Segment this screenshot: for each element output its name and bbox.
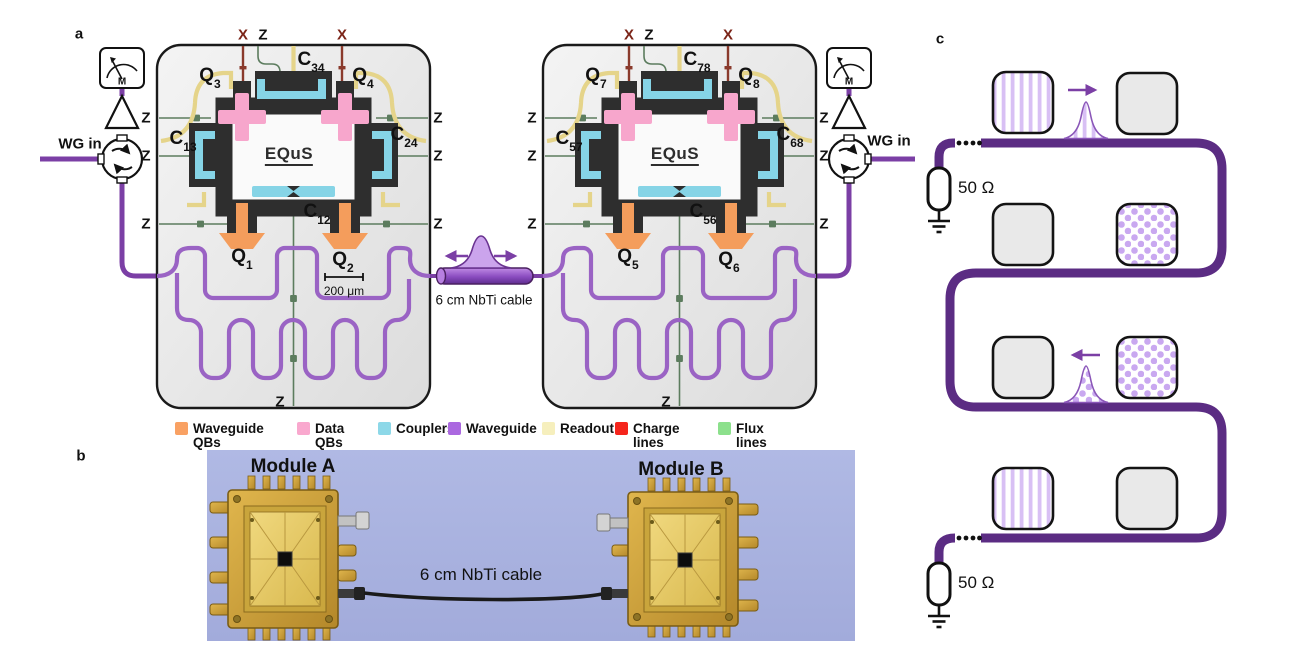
port-label-z: Z (819, 215, 829, 233)
module-b-photo (596, 477, 759, 638)
port-label-x: X (623, 26, 635, 44)
qubit-label-q4: Q4 (352, 65, 374, 91)
left-readout-chain (40, 47, 157, 279)
port-label-z: Z (141, 215, 151, 233)
cable-label: 6 cm NbTi cable (435, 292, 533, 308)
legend-swatch (542, 422, 555, 435)
pulse-dotted (1063, 365, 1109, 404)
qubit-square-striped (991, 70, 1055, 135)
meter-label-right: M (844, 76, 854, 88)
legend-swatch (378, 422, 391, 435)
qubit-label-q7: Q7 (585, 65, 607, 91)
meter-label-left: M (117, 76, 127, 88)
panel-b (207, 450, 855, 641)
panel-c (926, 70, 1227, 629)
qubit-label-q5: Q5 (617, 246, 639, 272)
port-label-x: X (336, 26, 348, 44)
legend-swatch (615, 422, 628, 435)
circulator-icon (97, 134, 144, 184)
qubit-label-q6: Q6 (718, 249, 740, 275)
port-label-z: Z (527, 215, 537, 233)
scale-bar (324, 273, 364, 281)
chip-die (677, 552, 693, 568)
port-label-z: Z (433, 147, 443, 165)
legend-swatch (718, 422, 731, 435)
qubit-square-striped (991, 466, 1055, 531)
amplifier-icon (104, 93, 140, 130)
port-label-z: Z (661, 393, 671, 411)
port-label-z: Z (141, 147, 151, 165)
chip-module-b (543, 45, 816, 408)
qubit-label-q3: Q3 (199, 65, 221, 91)
nbti-cable-photo (363, 591, 603, 602)
coupler-label-c56: C56 (689, 201, 717, 227)
photon-pulse (450, 235, 512, 269)
port-label-z: Z (819, 147, 829, 165)
wg-in-label-right: WG in (867, 132, 911, 150)
equs-logo: EQuS (264, 144, 314, 166)
amplifier-icon (831, 93, 867, 130)
coupler-label-c24: C24 (390, 124, 418, 150)
wg-in-label-left: WG in (58, 135, 102, 153)
pulse-striped (1063, 101, 1109, 140)
qubit-square-gray (1115, 466, 1179, 531)
chip-die (277, 551, 293, 567)
right-readout-chain (815, 47, 915, 279)
port-label-z: Z (527, 109, 537, 127)
port-label-z: Z (433, 215, 443, 233)
coupler-label-c34: C34 (297, 49, 325, 75)
coupler-label-c12: C12 (303, 201, 331, 227)
termination-label-bottom: 50 Ω (958, 573, 995, 592)
qubit-square-gray (991, 202, 1055, 267)
qubit-square-gray (1115, 71, 1179, 136)
qubit-label-q2: Q2 (332, 249, 354, 275)
module-b-label: Module B (638, 459, 724, 480)
port-label-z: Z (258, 26, 268, 44)
panel-label-c: c (935, 30, 945, 48)
panel-label-b: b (76, 447, 86, 465)
legend-swatch (297, 422, 310, 435)
port-label-z: Z (644, 26, 654, 44)
port-label-z: Z (433, 109, 443, 127)
module-a-photo (209, 475, 370, 641)
panel-label-a: a (74, 25, 84, 43)
coupler-label-c68: C68 (776, 124, 804, 150)
qubit-square-dotted (1115, 202, 1179, 267)
coupler-label-c57: C57 (555, 128, 583, 154)
qubit-square-gray (991, 335, 1055, 400)
scale-bar-label: 200 μm (323, 284, 365, 298)
chip-module-a (157, 45, 430, 408)
port-label-z: Z (527, 147, 537, 165)
termination-bottom (926, 561, 952, 629)
qubit-squares (991, 70, 1179, 531)
meter-icon (99, 47, 145, 89)
qubit-label-q8: Q8 (738, 65, 760, 91)
panel-a (40, 45, 915, 408)
legend-swatch (175, 422, 188, 435)
equs-logo: EQuS (650, 144, 700, 166)
nbti-cable-icon (430, 235, 543, 285)
port-label-z: Z (275, 393, 285, 411)
legend-swatch (448, 422, 461, 435)
meter-icon (826, 47, 872, 89)
port-label-x: X (722, 26, 734, 44)
qubit-square-dotted (1115, 335, 1179, 400)
cable-label-photo: 6 cm NbTi cable (419, 565, 543, 584)
module-a-label: Module A (250, 456, 336, 477)
coupler-label-c13: C13 (169, 128, 197, 154)
qubit-label-q1: Q1 (231, 246, 253, 272)
port-label-x: X (237, 26, 249, 44)
waveguide-schematic (934, 138, 1227, 563)
ellipsis-dots (956, 140, 982, 541)
port-label-z: Z (819, 109, 829, 127)
circulator-icon (827, 134, 872, 184)
termination-top (926, 166, 952, 234)
termination-label-top: 50 Ω (958, 178, 995, 197)
coupler-label-c78: C78 (683, 49, 711, 75)
port-label-z: Z (141, 109, 151, 127)
